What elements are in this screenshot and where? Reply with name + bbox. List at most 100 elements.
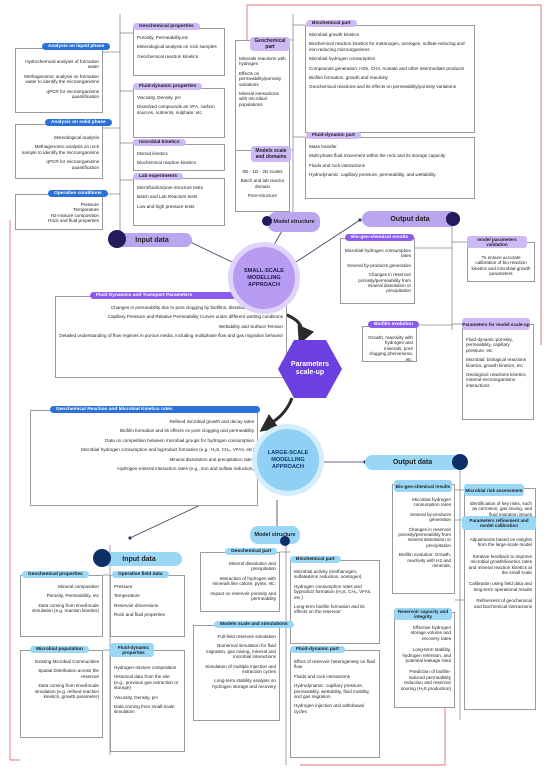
item-text: Viscosity, Density, pH [114,694,158,700]
item-text: Mineralogical analysis on rock samples [137,44,217,50]
ls-operative-field-box: Pressure Temperature Reservoir dimension… [110,575,185,637]
large-model-structure-pill: Model structure [250,526,300,544]
item-text: Historical data from the site (e.g., pre… [114,674,179,691]
scale-up-label: Parameters scale-up [290,361,330,376]
item-text: Microbial hydrogen consumption rates [344,248,411,259]
item-text: Several by-products generation [347,262,411,268]
item-text: Geochemical reaction kinetics [137,53,199,59]
small-scale-hub-label: SMALL-SCALE MODELLING APPROACH [243,267,285,288]
item-text: Effects on permeability/porosity variati… [239,70,282,87]
geochem-props-header: Geochemical properties [133,23,200,30]
item-text: Several by-products generation [410,511,451,523]
item-text: Biofilm formation and its effects on por… [120,428,254,434]
item-text: Biofilm formation, growth and reactivity [309,75,388,81]
item-text: Hydrogen-mixture composition [114,665,177,670]
large-output-dot [452,454,468,470]
ss-models-scale-header: Models scale and domains [251,146,291,162]
fluid-props-header: Fluid-dynamic properties [133,83,203,90]
ls-capacity-header: Reservoir capacity and integrity [394,608,452,620]
lab-experiments-header: Lab experiments [133,173,184,180]
item-text: Pressure [114,584,133,589]
item-text: Porosity, Permeability,etc [137,35,189,40]
ls-fluid-props-header: Fluid-dynamic properties [110,643,154,657]
item-text: Existing Microbial Communities [35,659,99,664]
small-input-data-pill: Input data [112,233,192,247]
item-text: Mineral dissolution and precipitation ra… [169,456,254,462]
small-output-dot [446,212,460,226]
ss-validation-box: To ensure accurate calibration of bio-re… [467,242,535,282]
item-text: H2-mixture composition [50,212,99,218]
ss-geochem-part-box: Minerals reactions with hydrogen Effects… [235,40,290,160]
item-text: Rock and fluid properties [48,218,99,224]
item-text: Refinement of geochemical and biochemica… [474,598,532,609]
ss-biochem-part-box: Microbial growth kinetics Biochemical re… [305,25,475,133]
lab-experiments-box: Microfluidics/pore structure tests Batch… [133,178,225,226]
item-text: Changes in reservoir porosity/permeabili… [398,526,451,548]
item-text: Adjustments based on insights from the l… [469,537,532,548]
item-text: Data coming from small-scale simulation … [32,602,99,614]
item-text: Effective hydrogen storage volume and re… [410,625,451,641]
ss-biofilm-box: Growth, reactivity with hydrogen and min… [362,326,417,362]
item-text: Mineral composition [58,584,99,589]
ls-fluid-part-header: Fluid-dynamic part [290,646,345,653]
ls-geochem-part-box: Mineral dissolution and precipitation In… [200,552,280,612]
ss-biochem-part-header: Biochemical part [306,20,357,27]
small-scale-hub: SMALL-SCALE MODELLING APPROACH [228,242,300,314]
item-text: Temperature [114,593,140,599]
small-model-structure-pill: Model structure [268,212,320,232]
item-text: Methagenomic analysis on formation water… [24,73,99,85]
item-text: Identification of key risks, such as cor… [469,501,532,517]
item-text: Reservoir dimensions [114,602,159,608]
item-text: Fluids and rock interactions [294,673,350,679]
item-text: Pressure [80,202,99,207]
item-text: Fluid-dynamic:porosity, permeability, ca… [466,337,513,353]
ls-fluid-part-box: Effect of reservoir heterogeneity on flu… [290,650,380,758]
ls-models-scale-header: Models scale and simulations [214,621,294,628]
ls-refinement-box: Adjustments based on insights from the l… [464,520,536,710]
item-text: Changes in reservoir porosity/permeabili… [358,272,411,294]
ls-microbial-pop-header: Microbial population [30,646,89,653]
operative-box: Pressure Temperature H2-mixture composit… [15,194,103,230]
ls-refinement-header: Parameters refinement and model calibrat… [462,516,536,530]
item-text: Batch and Lab Reactors tests [137,194,198,200]
item-text: Biochemical reaction kinetics [137,160,196,166]
item-text: Data coming from small-scale simulation [114,704,175,715]
item-text: Viscosity, Density, pH [137,95,181,100]
operative-header: Operative conditions [48,190,108,197]
ls-geochem-part-header: Geochemical part [225,548,278,555]
ss-params-scaleup-box: Fluid-dynamic:porosity, permeability, ca… [462,324,534,420]
item-text: Monod kinetics [137,151,168,156]
ls-fluid-props-box: Hydrogen-mixture composition Historical … [110,650,185,752]
ss-params-scaleup-header: Parameters for model scale-up [462,318,530,330]
item-text: Hydrodynamic: capillary pressure, permea… [309,172,436,178]
small-output-data-pill: Output data [362,211,458,227]
item-text: Microbial activity (methanogen, sulfate&… [294,569,362,580]
item-text: Microbial hydrogen consumption rates [412,497,451,508]
ls-operative-field-header: Operative field data [112,571,169,578]
item-text: Microfluidics/pore structure tests [137,185,203,190]
ls-geochem-props-header: Geochemical properties [22,571,89,578]
large-scale-hub-label: LARGE-SCALE MODELLING APPROACH [267,449,309,470]
item-text: Changes in permeability due to pore clog… [110,305,283,310]
item-text: Hydrogen-mineral interaction rates (e.g.… [117,466,254,472]
item-text: Mineralogical analysis [54,135,99,140]
ls-models-scale-box: Full-field reservoir simulation Numerica… [193,625,280,721]
ls-risk-header: Microbial risk assessment [464,484,524,496]
item-text: Mineral dissolution and precipitation [229,561,276,572]
ls-geochem-props-box: Mineral composition Porosity, Permeabili… [20,575,103,637]
item-text: Effect of reservoir heterogeneity on flu… [294,659,376,670]
item-text: Fluids and rock interactions [309,162,365,168]
item-text: Wettability and Surface Tension [218,323,283,329]
solid-phase-box: Mineralogical analysis Methagenomic anal… [15,124,103,179]
item-text: Biochemical reaction kinetics for metano… [309,41,465,52]
item-text: Minerals reactions with hydrogen [239,56,286,67]
item-text: Pore-structure [247,193,278,199]
item-text: Hydrogen consumption rates and byproduct… [294,583,372,600]
item-text: Methagenomic analysis on rock sample to … [21,144,99,155]
item-text: To ensure accurate calibration of bio-re… [471,255,531,277]
item-text: Low and high pressure tests [137,203,195,209]
ls-bio-geo-results-header: Bio-geo-chemical results [394,480,452,492]
item-text: Impact on reservoir porosity and permeab… [210,590,276,602]
item-text: Microbial: biological reactions kinetics… [466,357,527,368]
